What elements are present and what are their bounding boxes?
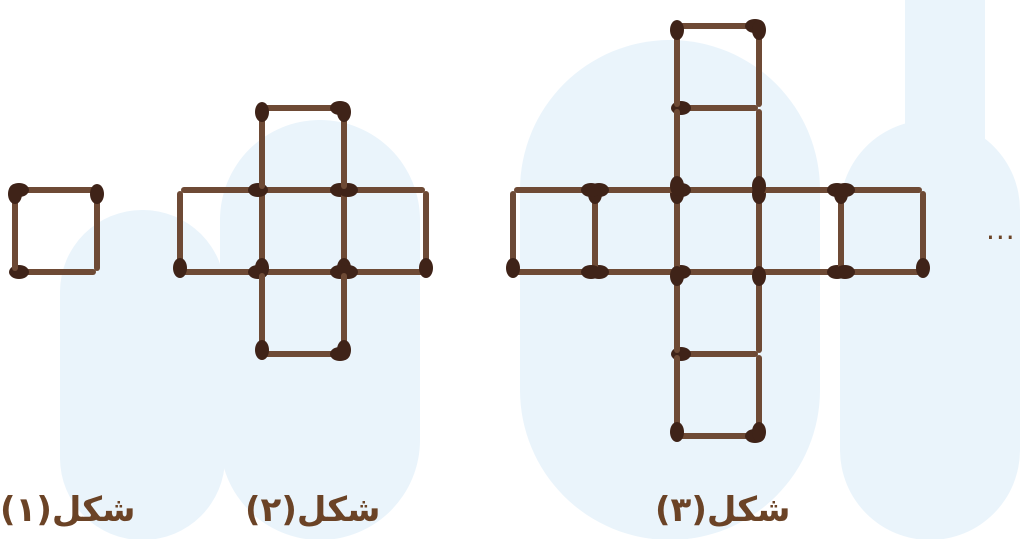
match-head: [670, 176, 684, 196]
figure-3-caption: شکل(۳): [655, 488, 790, 532]
figure-1-caption: شکل(۱): [0, 488, 135, 532]
match-head: [8, 184, 22, 204]
figure-2-caption: شکل(۲): [245, 488, 380, 532]
match-head: [835, 183, 855, 197]
match-head: [337, 102, 351, 122]
match-head: [670, 422, 684, 442]
continuation-ellipsis: ...: [986, 210, 1016, 250]
match-head: [337, 340, 351, 360]
match-head: [752, 266, 766, 286]
match-head: [581, 183, 601, 197]
match-head: [670, 20, 684, 40]
match-head: [670, 266, 684, 286]
match-head: [506, 258, 520, 278]
match-head: [419, 258, 433, 278]
match-head: [581, 265, 601, 279]
match-head: [255, 340, 269, 360]
match-head: [916, 258, 930, 278]
match-head: [752, 422, 766, 442]
match-head: [752, 176, 766, 196]
match-head: [90, 184, 104, 204]
match-head: [173, 258, 187, 278]
match-head: [835, 265, 855, 279]
match-head: [255, 102, 269, 122]
match-head: [752, 20, 766, 40]
